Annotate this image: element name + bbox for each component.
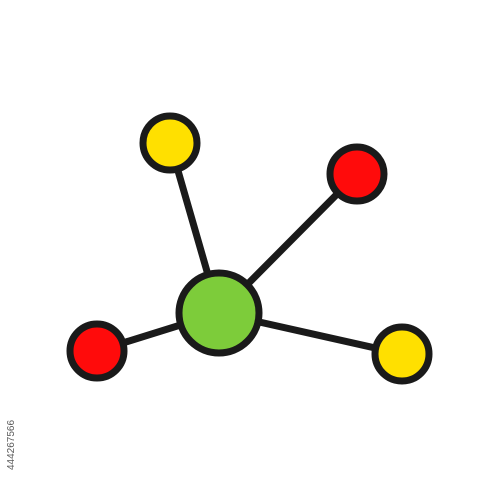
node-bottom-right — [371, 323, 433, 385]
node-center — [175, 269, 263, 357]
watermark-id: 444267566 — [6, 420, 17, 470]
node-top-right — [326, 143, 388, 205]
node-top-left — [139, 112, 201, 174]
node-bottom-left — [66, 320, 128, 382]
nodes — [66, 112, 433, 385]
